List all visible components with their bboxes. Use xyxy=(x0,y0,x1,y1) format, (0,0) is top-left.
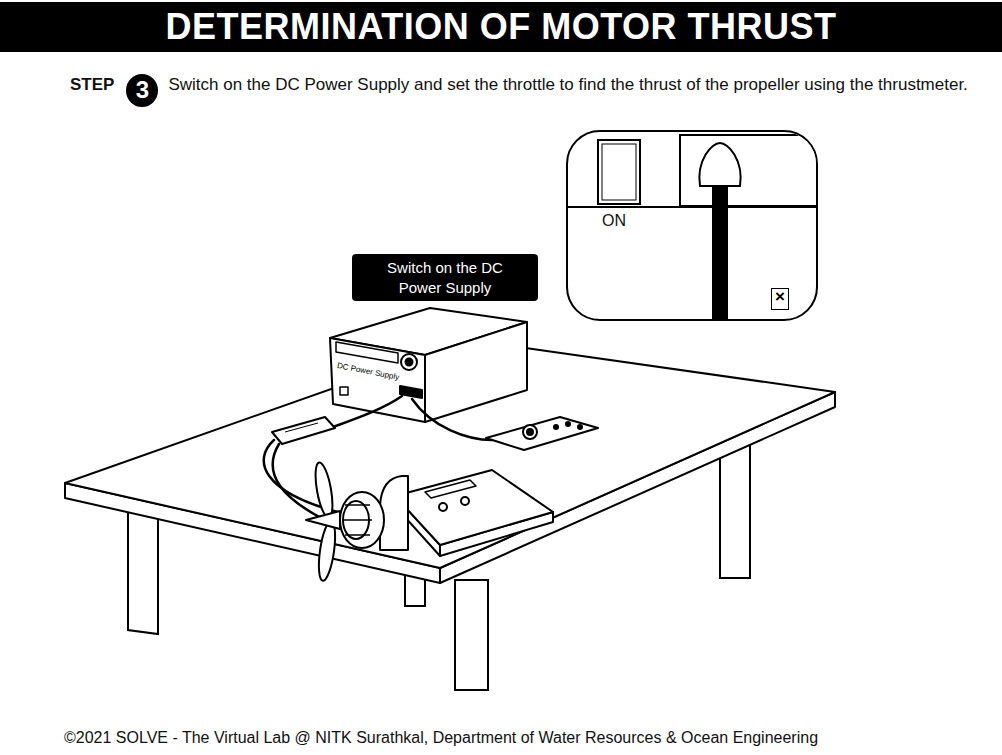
switch-socket-picture xyxy=(602,144,636,200)
esc-module xyxy=(272,417,335,444)
switch-socket-picture xyxy=(566,206,818,208)
motor-and-propeller xyxy=(316,520,338,581)
title-bar: DETERMINATION OF MOTOR THRUST xyxy=(0,2,1002,52)
thrustmeter xyxy=(395,470,553,545)
servo-tester xyxy=(566,422,570,426)
motor-and-propeller xyxy=(343,519,372,521)
motor-and-propeller xyxy=(345,504,370,506)
close-mark: × xyxy=(775,287,785,306)
dc-power-supply xyxy=(425,322,527,422)
wires xyxy=(330,396,402,428)
switch-inset: ON × xyxy=(566,130,818,321)
motor-and-propeller xyxy=(306,511,340,529)
motor-and-propeller xyxy=(345,534,370,536)
instruction-text: Switch on the DC Power Supply and set th… xyxy=(168,75,967,94)
switch-socket-picture xyxy=(680,135,818,206)
dc-power-supply xyxy=(400,386,422,398)
table-legs xyxy=(455,580,488,690)
dc-power-supply xyxy=(340,387,348,395)
servo-tester xyxy=(486,417,598,450)
motor-and-propeller xyxy=(306,461,408,581)
table-legs xyxy=(128,500,158,634)
title-text: DETERMINATION OF MOTOR THRUST xyxy=(0,2,1002,52)
thrustmeter xyxy=(395,470,553,556)
step-label: STEP xyxy=(70,75,114,94)
dc-power-supply xyxy=(336,342,398,363)
step-line: STEP 3 Switch on the DC Power Supply and s… xyxy=(64,72,994,107)
switch-on-label: ON xyxy=(602,212,626,230)
motor-and-propeller xyxy=(312,461,336,519)
dc-power-supply xyxy=(330,308,527,422)
dc-power-supply xyxy=(401,354,417,370)
servo-tester xyxy=(523,425,537,439)
thrustmeter xyxy=(425,480,476,498)
servo-tester xyxy=(527,429,533,435)
esc-module xyxy=(272,417,335,444)
callout-text: Switch on the DC Power Supply xyxy=(380,258,510,298)
close-button: × xyxy=(771,288,789,310)
wires xyxy=(412,399,492,440)
callout-text-group: Switch on the DC Power Supply xyxy=(380,258,510,298)
switch-socket-picture xyxy=(712,186,728,321)
switch-socket-picture xyxy=(699,143,740,186)
footer-caption: ©2021 SOLVE - The Virtual Lab @ NITK Sur… xyxy=(64,728,818,748)
thrustmeter xyxy=(439,503,447,511)
servo-tester xyxy=(486,417,598,450)
switch-socket-picture xyxy=(598,140,640,204)
servo-tester xyxy=(578,425,582,429)
switch-socket-picture xyxy=(566,135,818,321)
wires xyxy=(273,444,342,528)
servo-tester xyxy=(554,425,558,429)
step-number: 3 xyxy=(136,76,149,103)
esc-module xyxy=(285,423,318,432)
callout-box: Switch on the DC Power Supply xyxy=(352,254,538,301)
motor-and-propeller xyxy=(340,492,384,548)
thrustmeter xyxy=(461,497,469,505)
dc-power-supply xyxy=(406,359,413,366)
step-number-circle: 3 xyxy=(126,74,158,107)
